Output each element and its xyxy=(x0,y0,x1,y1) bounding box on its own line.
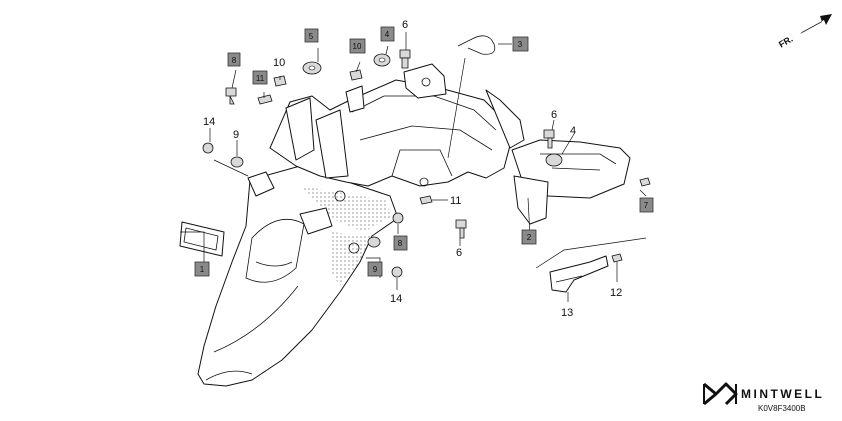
svg-text:2: 2 xyxy=(527,233,532,242)
reference-tags: 8 11 5 10 4 3 7 2 xyxy=(194,26,654,277)
svg-text:11: 11 xyxy=(256,74,265,83)
callout-9: 9 xyxy=(233,129,239,141)
tag-7: 7 xyxy=(639,197,654,213)
callout-6-top: 6 xyxy=(402,19,408,31)
tag-2: 2 xyxy=(521,229,537,245)
hardware xyxy=(202,35,651,278)
svg-text:9: 9 xyxy=(373,265,378,274)
front-arrow-icon xyxy=(800,14,832,34)
tag-5: 5 xyxy=(304,28,319,43)
tag-8-left: 8 xyxy=(227,52,241,67)
callout-14-lower: 14 xyxy=(390,293,402,305)
tag-9: 9 xyxy=(367,261,383,277)
callout-11-middle: 11 xyxy=(450,195,461,207)
tag-3: 3 xyxy=(512,36,529,52)
callout-10-left: 10 xyxy=(273,57,285,69)
tag-4-top: 4 xyxy=(380,26,395,42)
front-direction-marker: FR. xyxy=(777,14,832,50)
tag-11-left: 11 xyxy=(252,70,268,85)
splash-guard xyxy=(485,89,631,225)
tag-1: 1 xyxy=(194,261,210,277)
svg-text:8: 8 xyxy=(232,56,237,65)
tag-8-right: 8 xyxy=(393,235,408,251)
callout-6-bottom: 6 xyxy=(456,247,462,259)
brand-block: MINTWELL K0V8F3400B xyxy=(703,382,824,413)
front-label: FR. xyxy=(777,34,795,50)
callout-4-right: 4 xyxy=(570,125,576,137)
reflector xyxy=(179,221,225,257)
svg-text:4: 4 xyxy=(385,30,390,39)
callout-6-right: 6 xyxy=(551,109,557,121)
brand-logo-icon xyxy=(703,382,738,406)
leader-lines xyxy=(180,32,647,290)
svg-text:1: 1 xyxy=(200,265,205,274)
svg-text:10: 10 xyxy=(353,42,362,51)
callout-numbers: 6 10 14 9 6 4 11 6 14 12 13 xyxy=(203,19,622,319)
svg-text:3: 3 xyxy=(518,40,523,49)
callout-12: 12 xyxy=(610,287,622,299)
callout-14-left: 14 xyxy=(203,116,215,128)
callout-13: 13 xyxy=(561,307,573,319)
svg-text:7: 7 xyxy=(644,201,649,210)
bracket-inset xyxy=(535,237,647,302)
diagram-code: K0V8F3400B xyxy=(758,404,806,413)
inner-fender xyxy=(269,63,513,202)
rear-fender xyxy=(197,165,399,387)
tag-10-right: 10 xyxy=(349,38,366,54)
svg-text:8: 8 xyxy=(398,239,403,248)
svg-text:5: 5 xyxy=(309,32,314,41)
brand-name: MINTWELL xyxy=(741,387,824,401)
